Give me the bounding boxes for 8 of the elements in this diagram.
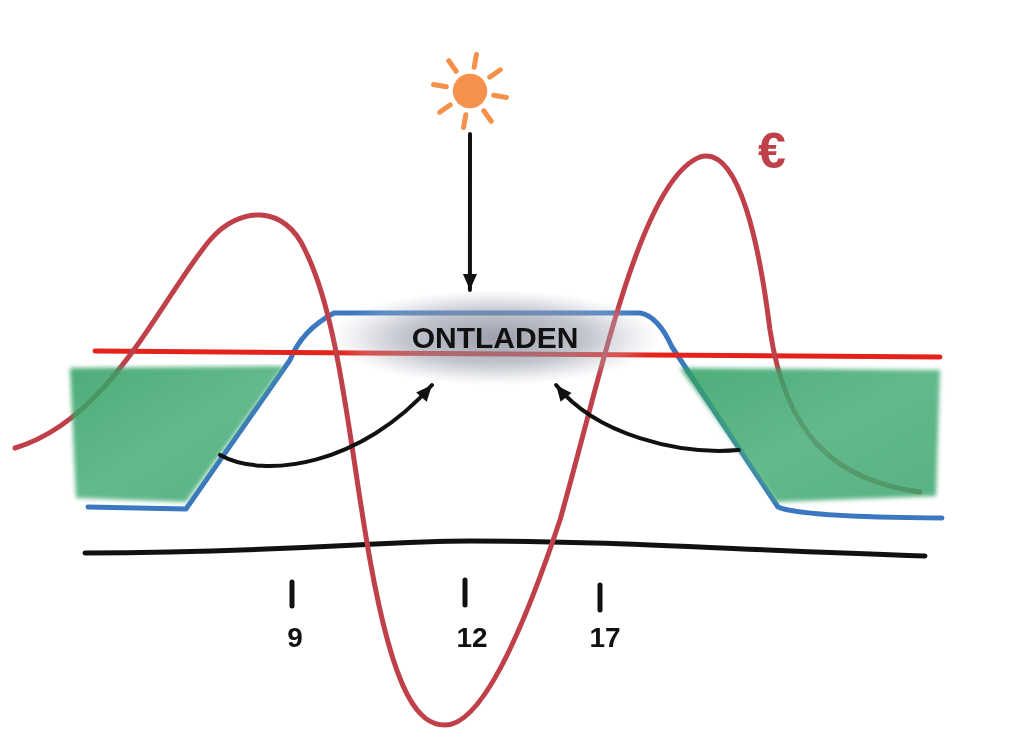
arrow	[462, 132, 477, 292]
currency-label: €	[758, 126, 786, 176]
band-label: ONTLADEN	[411, 322, 579, 353]
arrow	[554, 383, 741, 453]
tick-label: 17	[589, 624, 621, 652]
tick-label: 9	[287, 624, 303, 652]
arrow	[218, 383, 434, 468]
tick-label: 12	[456, 624, 488, 652]
